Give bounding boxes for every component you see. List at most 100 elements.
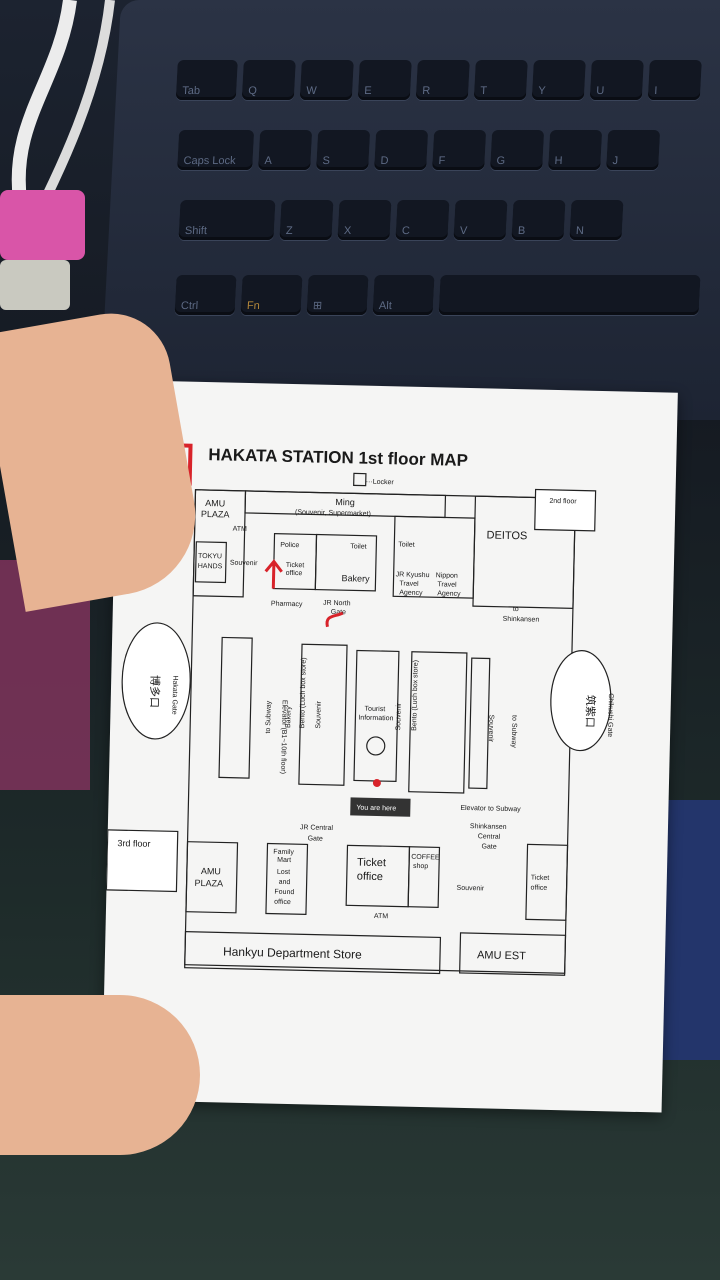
souvenir-center-left-label: Souvenir	[315, 700, 323, 728]
ticket-office-east-label: Ticket	[531, 874, 550, 881]
key: Caps Lock	[177, 130, 255, 170]
hakata-station-map: HAKATA STATION 1st floor MAP ···Locker A…	[105, 442, 614, 976]
jr-north-gate-label: Gate	[331, 609, 346, 616]
second-floor-label: 2nd floor	[549, 498, 577, 506]
key: G	[490, 130, 545, 170]
lost-found-label: office	[274, 899, 291, 906]
chikushi-gate-label: Chikushi Gate	[606, 693, 614, 737]
key: E	[357, 60, 412, 100]
tourist-info-label: Tourist	[365, 706, 386, 713]
key: W	[299, 60, 354, 100]
pharmacy-label: Pharmacy	[271, 601, 303, 609]
bento-left-label: Bento (Luch box store)	[299, 657, 308, 728]
jr-kyushu-label: Agency	[399, 589, 423, 597]
bento-right-label: Bento (Luch box store)	[411, 660, 420, 731]
bakery-label: Bakery	[341, 573, 370, 584]
red-arrow-icon	[264, 559, 283, 589]
souvenir-right	[468, 657, 491, 790]
bento-left	[298, 643, 348, 786]
souvenir-se-label: Souvenir	[456, 885, 484, 893]
ticket-office-central-label: Ticket	[357, 857, 386, 870]
hakata-gate	[121, 622, 191, 740]
key: X	[337, 200, 392, 240]
souvenir-center-right-label: Souvenir	[395, 702, 403, 730]
amu-plaza-top-label: AMU	[205, 498, 225, 508]
jr-kyushu-label: Travel	[399, 580, 419, 587]
lost-found-label: Lost	[277, 869, 290, 876]
toilet-label: Toilet	[350, 543, 367, 550]
amu-plaza-bottom-label: PLAZA	[194, 878, 223, 889]
atm-top-label: ATM	[233, 526, 248, 533]
locker-label: ···Locker	[366, 479, 395, 487]
ticket-office-east-label: office	[531, 884, 548, 891]
family-mart-label: Family	[273, 849, 294, 856]
to-shinkansen-label: to	[513, 606, 519, 613]
jr-north-gate-label: JR North	[323, 600, 351, 608]
deitos	[472, 495, 577, 609]
shinkansen-gate-label: Central	[478, 833, 501, 841]
tokyu-hands-label: HANDS	[198, 563, 223, 571]
chikushi-gate	[550, 649, 612, 752]
key: U	[589, 60, 644, 100]
souvenir-nw-label: Souvenir	[230, 560, 258, 568]
key: B	[511, 200, 566, 240]
elevator-left-label: Elevator (B1~10th floor)	[279, 700, 288, 774]
hakata-gate-jp: 博多口	[148, 675, 163, 708]
ticket-office-label: office	[286, 570, 303, 577]
tokyu-hands-label: TOKYU	[198, 553, 222, 561]
souvenir-right-label: Souvenir	[487, 714, 495, 742]
key: T	[473, 60, 528, 100]
jr-central-gate-label: Gate	[308, 835, 323, 842]
amu-plaza-top	[192, 489, 247, 598]
you-are-here-box	[350, 797, 411, 817]
nippon-label: Nippon	[436, 572, 458, 580]
key: I	[647, 60, 702, 100]
key: Ctrl	[174, 275, 237, 315]
shinkansen-gate-label: Gate	[481, 843, 496, 850]
hankyu-department-store	[184, 931, 442, 975]
key: V	[453, 200, 508, 240]
lost-found-label: Found	[274, 889, 294, 896]
hakata-gate-label: Hakata Gate	[170, 675, 178, 715]
ming-store	[244, 490, 447, 519]
key: Fn	[240, 275, 303, 315]
police-label: Police	[280, 542, 299, 549]
hankyu-label: Hankyu Department Store	[223, 945, 362, 962]
white-cables	[0, 0, 115, 310]
key: A	[258, 130, 313, 170]
ticket-office-east	[525, 843, 569, 921]
map-title: HAKATA STATION 1st floor MAP	[208, 445, 468, 470]
ming-sub-label: (Souvenir, Supermarket)	[295, 509, 371, 518]
you-are-here-label: You are here	[356, 805, 396, 813]
to-shinkansen-label: Shinkansen	[503, 616, 540, 624]
key: S	[316, 130, 371, 170]
amu-plaza-bottom	[185, 841, 239, 914]
tourist-info-label: Information	[358, 715, 393, 723]
coffee-label: shop	[413, 863, 428, 870]
nippon-label: Agency	[437, 590, 461, 598]
chikushi-gate-jp: 筑紫口	[583, 695, 598, 728]
ticket-office-central-label: office	[357, 871, 383, 884]
atm-bottom-label: ATM	[374, 913, 389, 920]
key: H	[548, 130, 603, 170]
red-arrow-icon	[325, 611, 344, 628]
tokyu-hands	[194, 541, 227, 584]
info-icon	[366, 736, 386, 756]
key: Q	[241, 60, 296, 100]
amu-est	[459, 932, 567, 976]
to-subway-right-label: to Subway	[510, 715, 518, 748]
jr-kyushu-label: JR Kyushu	[396, 571, 430, 579]
printed-map-sheet: HAKATA STATION 1st floor MAP ···Locker A…	[101, 380, 678, 1113]
third-floor-label: 3rd floor	[117, 838, 150, 849]
bento-right	[408, 651, 468, 794]
key: C	[395, 200, 450, 240]
key: Shift	[178, 200, 276, 240]
key: F	[432, 130, 487, 170]
key	[438, 275, 701, 315]
coffee-label: COFFEE	[411, 854, 440, 862]
deitos-label: DEITOS	[486, 529, 527, 542]
locker-icon	[353, 472, 367, 487]
ming-label: Ming	[335, 497, 355, 507]
family-mart-label: Mart	[277, 857, 291, 864]
third-floor-box	[105, 829, 179, 893]
